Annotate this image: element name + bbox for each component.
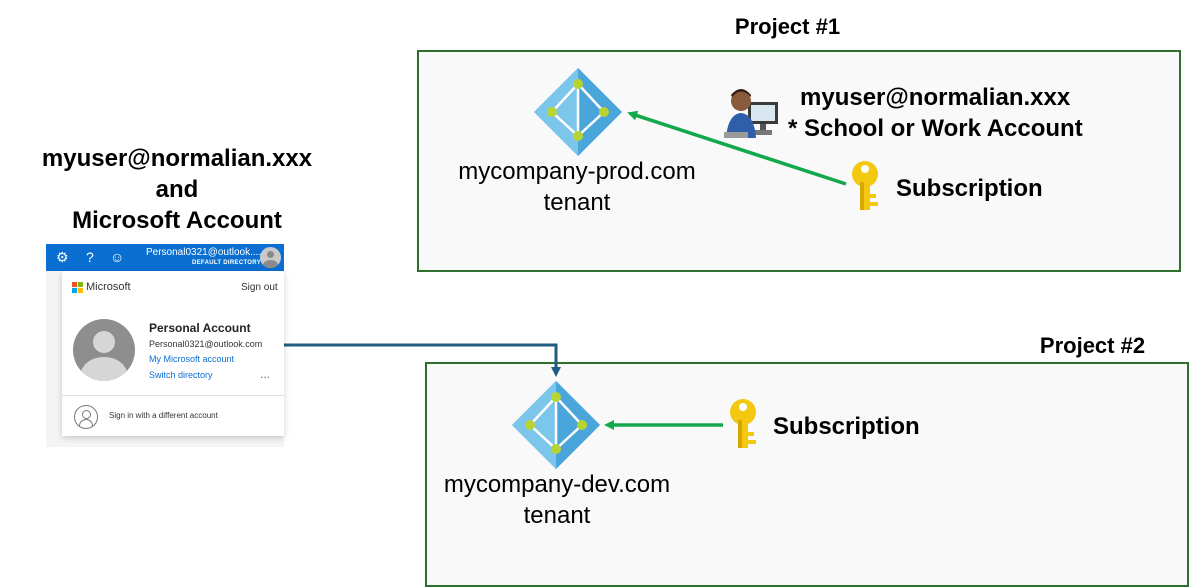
project2-box	[425, 362, 1189, 587]
switch-directory-link[interactable]: Switch directory	[149, 370, 213, 380]
avatar[interactable]	[260, 247, 281, 268]
topbar-account-email[interactable]: Personal0321@outlook....	[146, 247, 262, 258]
account-description: myuser@normalian.xxx and Microsoft Accou…	[22, 143, 332, 236]
account-email: Personal0321@outlook.com	[149, 339, 263, 349]
sign-in-different-account-link[interactable]: Sign in with a different account	[109, 411, 218, 420]
user-computer-icon	[724, 89, 778, 138]
ms-account-topbar: ⚙ ? ☺ Personal0321@outlook.... DEFAULT D…	[46, 244, 284, 271]
ms-account-flyout: Microsoft Sign out Personal Account Pers…	[62, 271, 284, 436]
topbar-directory: DEFAULT DIRECTORY	[192, 260, 261, 266]
gear-icon[interactable]: ⚙	[56, 249, 69, 265]
feedback-smiley-icon[interactable]: ☺	[110, 249, 125, 265]
connector-account-to-dev-tenant	[284, 343, 561, 377]
prod-tenant-label: mycompany-prod.com tenant	[432, 156, 722, 218]
account-email-line: myuser@normalian.xxx	[41, 145, 313, 172]
more-options-button[interactable]: ...	[260, 367, 271, 381]
prod-tenant-name: mycompany-prod.com	[458, 158, 696, 185]
dev-tenant-suffix: tenant	[523, 502, 591, 529]
prod-user-account-type: * School or Work Account	[788, 115, 1083, 142]
help-icon[interactable]: ?	[86, 249, 94, 265]
entra-id-icon	[512, 381, 600, 469]
microsoft-brand: Microsoft	[86, 281, 131, 293]
account-avatar	[73, 319, 135, 381]
ms-account-card: Microsoft Sign out Personal Account Pers…	[46, 271, 284, 447]
prod-tenant-suffix: tenant	[543, 189, 611, 216]
project1-box	[417, 50, 1181, 272]
account-microsoft-line: Microsoft Account	[72, 207, 282, 234]
account-and-line: and	[155, 176, 199, 203]
dev-subscription-label: Subscription	[773, 413, 920, 440]
key-icon	[852, 161, 878, 210]
prod-subscription-label: Subscription	[896, 175, 1043, 202]
microsoft-logo-icon	[72, 282, 83, 293]
add-account-icon[interactable]	[74, 405, 98, 429]
account-name: Personal Account	[149, 321, 251, 335]
my-microsoft-account-link[interactable]: My Microsoft account	[149, 354, 235, 364]
flyout-divider	[62, 395, 284, 396]
project1-title: Project #1	[734, 14, 841, 39]
sign-out-link[interactable]: Sign out	[241, 282, 278, 293]
project2-title: Project #2	[1039, 333, 1146, 358]
entra-id-icon	[534, 68, 622, 156]
key-icon	[730, 399, 756, 448]
arrow-subscription-to-prod-tenant	[627, 110, 847, 186]
dev-tenant-name: mycompany-dev.com	[443, 471, 671, 498]
prod-user-email: myuser@normalian.xxx	[800, 84, 1071, 111]
dev-tenant-label: mycompany-dev.com tenant	[412, 469, 702, 531]
